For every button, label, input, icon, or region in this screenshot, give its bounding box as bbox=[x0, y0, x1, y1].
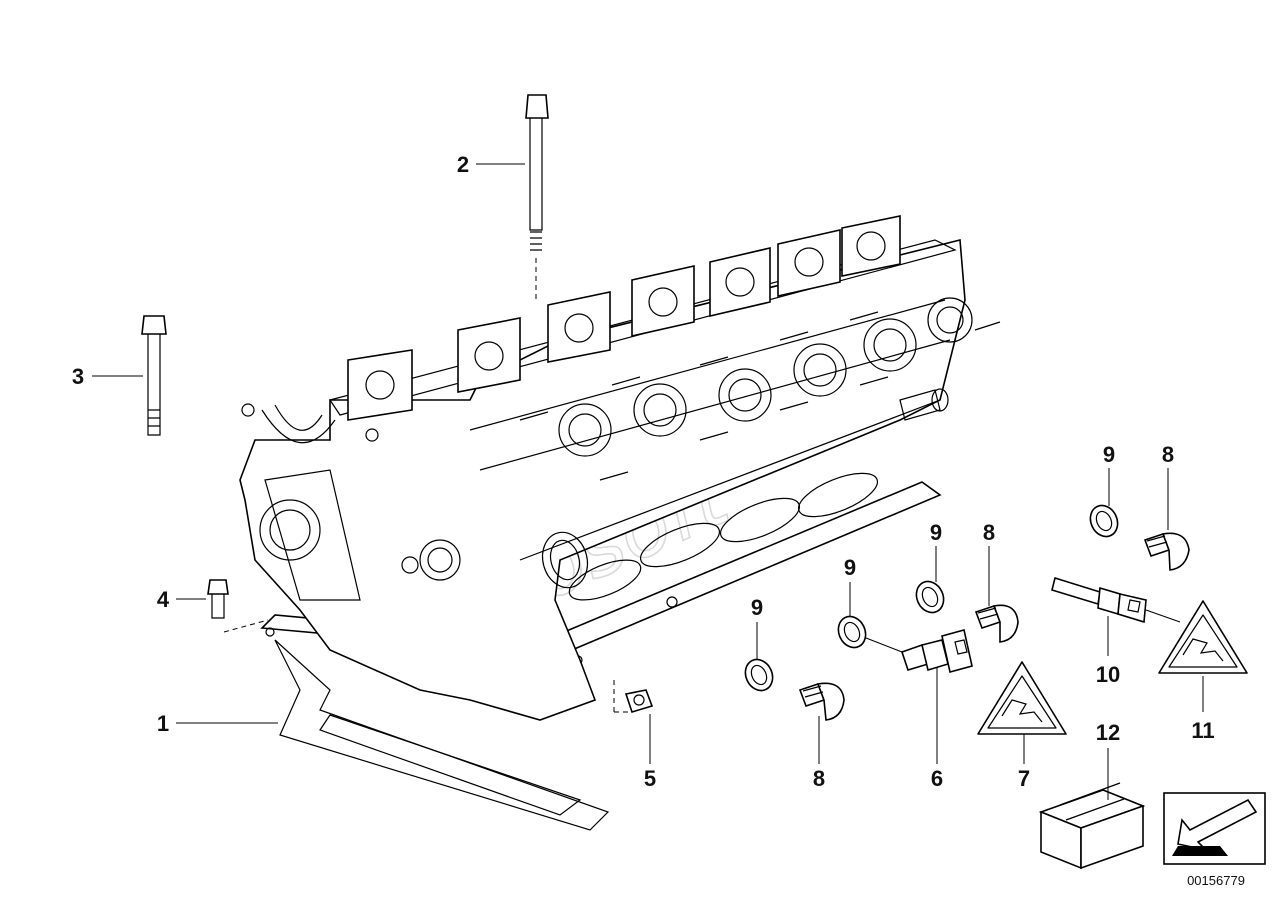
exhaust-studs bbox=[519, 311, 1001, 481]
callout-4: 4 bbox=[157, 587, 170, 612]
temperature-sender bbox=[865, 629, 973, 673]
exhaust-ports bbox=[558, 297, 973, 457]
bolt-4 bbox=[207, 579, 269, 633]
callout-10: 10 bbox=[1096, 662, 1120, 687]
sensor-10 bbox=[1051, 576, 1181, 624]
sealing-ring-b bbox=[837, 615, 867, 649]
callout-5: 5 bbox=[644, 766, 656, 791]
callout-7: 7 bbox=[1018, 766, 1030, 791]
callout-8-c: 8 bbox=[1162, 442, 1174, 467]
callout-8-a: 8 bbox=[813, 766, 825, 791]
warning-label-7 bbox=[977, 661, 1067, 735]
callout-9-d: 9 bbox=[1103, 442, 1115, 467]
callout-9-a: 9 bbox=[751, 595, 763, 620]
callout-8-b: 8 bbox=[983, 520, 995, 545]
direction-arrow-symbol bbox=[1163, 792, 1266, 865]
callout-1: 1 bbox=[157, 711, 169, 736]
bolt-3 bbox=[141, 315, 167, 436]
head-gasket bbox=[260, 472, 942, 831]
screw-plug-c bbox=[1143, 532, 1190, 571]
callout-3: 3 bbox=[72, 364, 84, 389]
screw-plug-a bbox=[798, 682, 845, 721]
warning-label-11 bbox=[1158, 600, 1248, 674]
callout-6: 6 bbox=[931, 766, 943, 791]
parts-box bbox=[1038, 782, 1146, 870]
sealing-ring-a bbox=[744, 658, 774, 692]
cam-towers bbox=[347, 215, 901, 421]
callout-12: 12 bbox=[1096, 720, 1120, 745]
nut-5 bbox=[613, 678, 654, 713]
sealing-ring-c bbox=[915, 580, 945, 614]
callout-9-b: 9 bbox=[844, 555, 856, 580]
cylinder-head bbox=[239, 215, 1001, 721]
screw-plug-b bbox=[974, 604, 1019, 643]
callout-labels: 2 3 4 1 5 8 6 7 9 9 9 8 9 8 10 11 12 bbox=[72, 152, 1215, 791]
sealing-ring-d bbox=[1089, 504, 1119, 538]
leader-lines bbox=[92, 163, 1204, 800]
long-head-bolt bbox=[525, 94, 549, 300]
callout-2: 2 bbox=[457, 152, 469, 177]
callout-9-c: 9 bbox=[930, 520, 942, 545]
callout-11: 11 bbox=[1191, 718, 1214, 743]
document-number: 00156779 bbox=[1187, 873, 1245, 888]
